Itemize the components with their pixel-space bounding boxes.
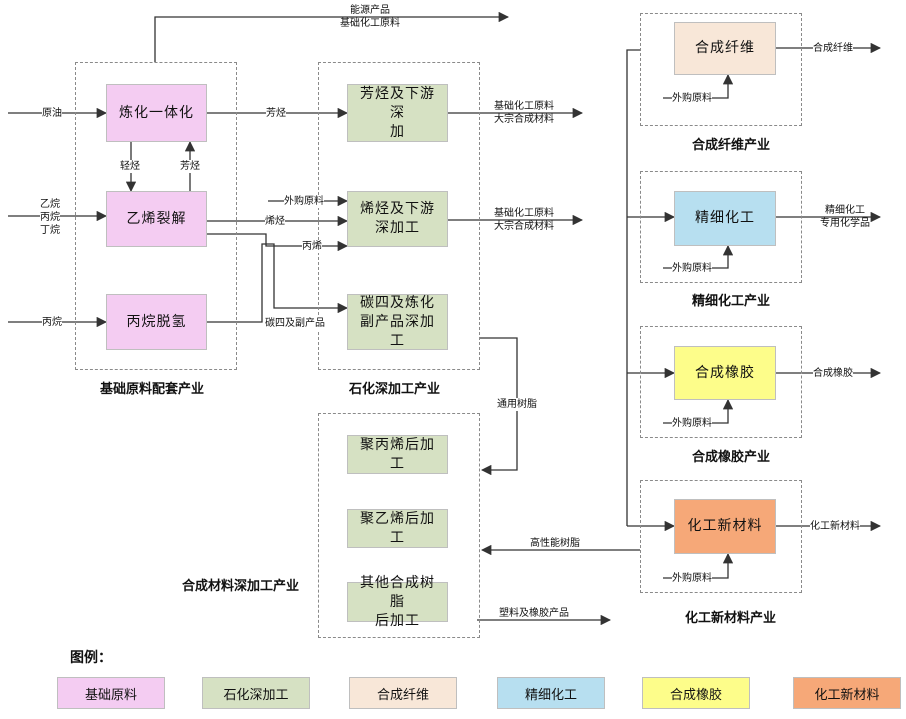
label-high-performance-resin: 高性能树脂 <box>530 538 580 549</box>
node-new-materials: 化工新材料 <box>674 499 776 554</box>
group-title-petro: 石化深加工产业 <box>349 382 441 397</box>
legend-item-fiber: 合成纤维 <box>349 677 457 709</box>
label-newmat-input: 外购原料 <box>672 572 712 585</box>
node-c4: 碳四及炼化 副产品深加工 <box>347 294 448 350</box>
group-title-materials: 合成材料深加工产业 <box>182 579 300 594</box>
node-aromatics: 芳烃及下游深 加 <box>347 84 448 142</box>
label-rubber-output: 合成橡胶 <box>813 367 853 380</box>
label-propane: 丙烷 <box>42 316 62 329</box>
legend-item-petro: 石化深加工 <box>202 677 310 709</box>
node-olefins: 烯烃及下游 深加工 <box>347 191 448 247</box>
label-c4-flow: 碳四及副产品 <box>265 317 325 330</box>
label-rubber-input: 外购原料 <box>672 417 712 430</box>
label-fine-output: 精细化工 专用化学品 <box>820 205 870 229</box>
label-outsourced-petro: 外购原料 <box>284 195 324 208</box>
label-fiber-input: 外购原料 <box>672 92 712 105</box>
node-ethylene-cracking: 乙烯裂解 <box>106 191 207 247</box>
label-propylene: 丙烯 <box>302 240 322 253</box>
label-crude: 原油 <box>42 107 62 120</box>
legend-item-fine: 精细化工 <box>497 677 605 709</box>
group-fine <box>640 171 802 283</box>
node-rubber: 合成橡胶 <box>674 346 776 400</box>
group-fiber <box>640 13 802 126</box>
group-newmat <box>640 480 802 593</box>
group-title-basic: 基础原料配套产业 <box>100 382 205 397</box>
legend-item-rubber: 合成橡胶 <box>642 677 750 709</box>
label-aromatics-flow: 芳烃 <box>266 107 286 120</box>
label-olefins-flow: 烯烃 <box>265 215 285 228</box>
group-title-fiber: 合成纤维产业 <box>692 138 771 153</box>
node-fine-chem: 精细化工 <box>674 191 776 246</box>
node-pe: 聚乙烯后加工 <box>347 509 448 548</box>
node-pp: 聚丙烯后加工 <box>347 435 448 474</box>
label-ethane: 乙烷 丙烷 丁烷 <box>40 198 60 237</box>
group-rubber <box>640 326 802 438</box>
group-title-newmat: 化工新材料产业 <box>685 611 777 626</box>
label-fine-input: 外购原料 <box>672 262 712 275</box>
label-fiber-output: 合成纤维 <box>813 42 853 55</box>
group-materials <box>318 413 480 638</box>
label-olefins-output: 基础化工原料 大宗合成材料 <box>494 208 554 232</box>
legend-item-newmat: 化工新材料 <box>793 677 901 709</box>
group-title-rubber: 合成橡胶产业 <box>692 450 771 465</box>
label-light-hc: 轻烃 <box>120 160 140 173</box>
group-basic <box>75 62 237 370</box>
label-aromatics-up: 芳烃 <box>180 160 200 173</box>
legend-title: 图例： <box>70 650 112 666</box>
node-propane-dehydrogenation: 丙烷脱氢 <box>106 294 207 350</box>
node-other-resin: 其他合成树脂 后加工 <box>347 575 448 629</box>
node-refining: 炼化一体化 <box>106 84 207 142</box>
group-title-fine: 精细化工产业 <box>692 294 771 309</box>
label-energy-products: 能源产品 基础化工原料 <box>340 5 400 29</box>
label-general-resin: 通用树脂 <box>497 398 537 411</box>
label-aromatics-output: 基础化工原料 大宗合成材料 <box>494 101 554 125</box>
node-fiber: 合成纤维 <box>674 22 776 75</box>
legend-item-basic: 基础原料 <box>57 677 165 709</box>
label-newmat-output: 化工新材料 <box>810 520 860 533</box>
label-plastics-rubber-products: 塑料及橡胶产品 <box>499 608 569 619</box>
group-petro <box>318 62 480 370</box>
